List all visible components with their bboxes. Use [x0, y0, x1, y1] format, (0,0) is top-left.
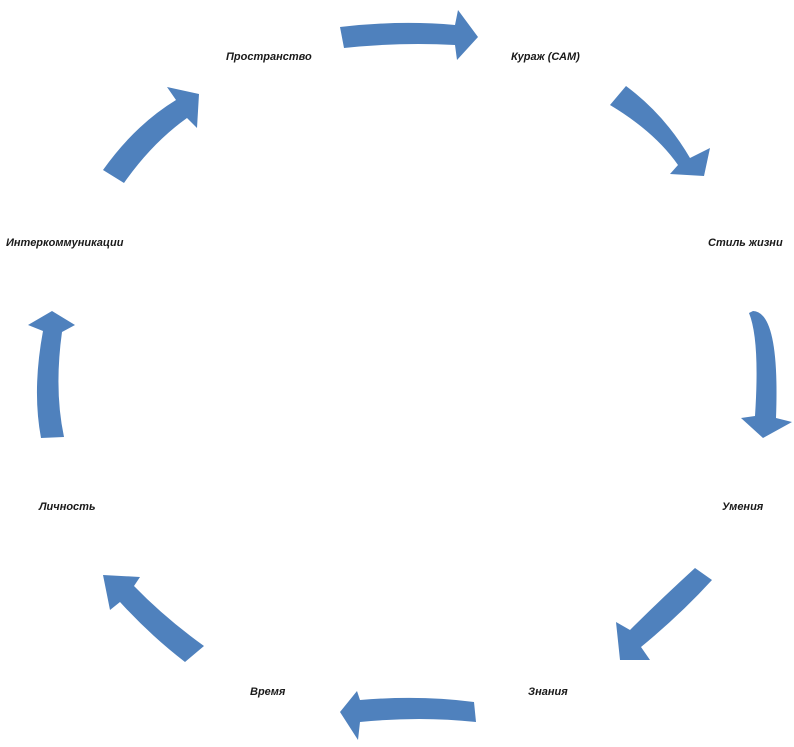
node-label-kurazh: Кураж (САМ) [511, 51, 580, 63]
node-label-intercommunication: Интеркоммуникации [6, 237, 124, 249]
node-label-prostranstvo: Пространство [226, 51, 312, 63]
arrow-kurazh-to-stil-zhizni [610, 86, 710, 176]
arrow-lichnost-to-intercommunication [28, 311, 75, 438]
node-label-stil-zhizni: Стиль жизни [708, 237, 783, 249]
node-label-lichnost: Личность [39, 501, 96, 513]
arrow-prostranstvo-to-kurazh [340, 10, 478, 60]
node-label-vremya: Время [250, 686, 286, 698]
arrow-umeniya-to-znaniya [616, 568, 712, 660]
arrow-intercommunication-to-prostranstvo [103, 87, 199, 183]
node-label-znaniya: Знания [528, 686, 568, 698]
node-label-umeniya: Умения [722, 501, 764, 513]
arrow-stil-zhizni-to-umeniya [741, 311, 792, 438]
arrow-znaniya-to-vremya [340, 691, 476, 740]
arrow-vremya-to-lichnost [103, 575, 204, 662]
